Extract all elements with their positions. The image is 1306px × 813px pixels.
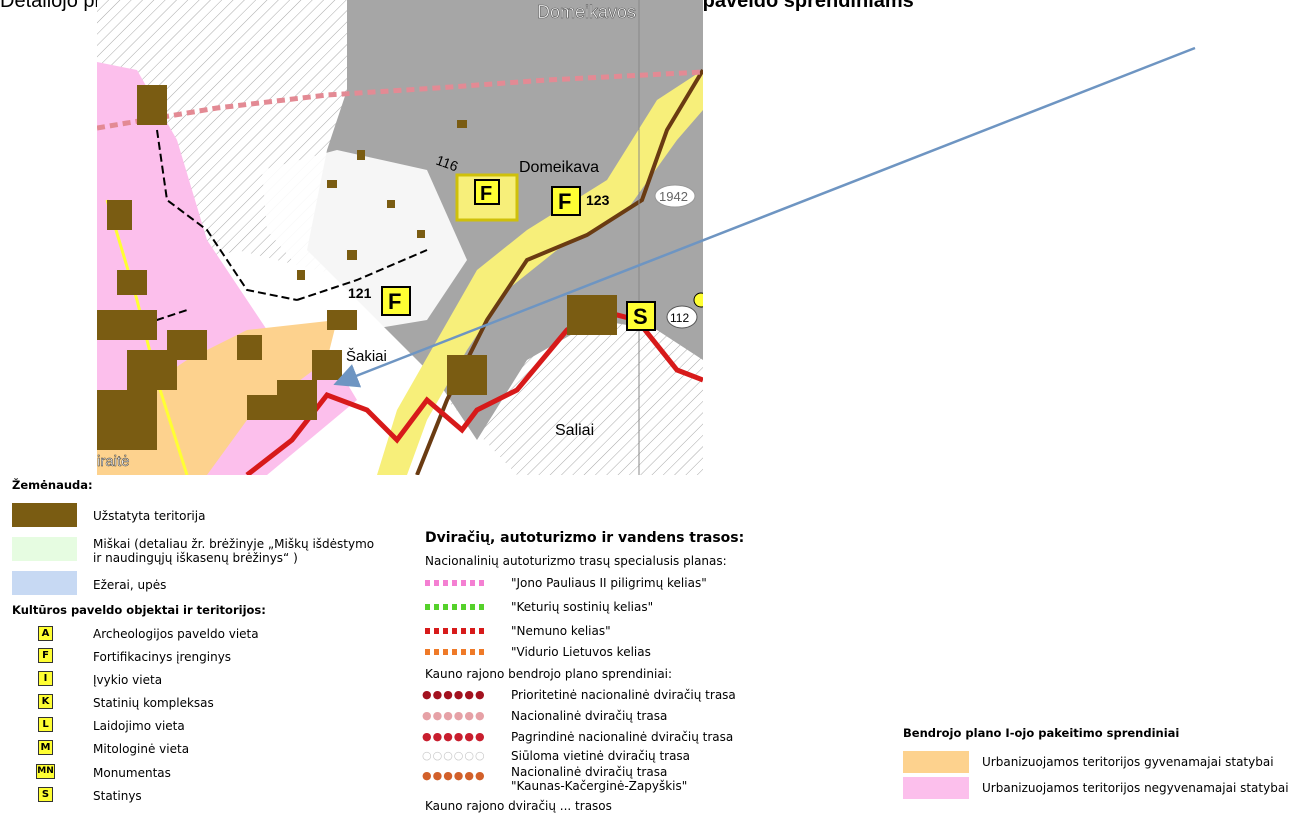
label-saliai: Saliai xyxy=(555,422,594,439)
legend-landuse-title: Žemėnauda: xyxy=(12,478,93,492)
legend-f-label: Fortifikacinys įrenginys xyxy=(93,650,232,664)
legend-built-label: Užstatyta teritorija xyxy=(93,509,206,523)
marker-fort-1[interactable]: F xyxy=(474,179,500,205)
swatch-bike-national: ●●●●●● xyxy=(422,709,486,722)
badge-l: L xyxy=(38,717,53,732)
label-112: 112 xyxy=(670,311,689,325)
label-121: 121 xyxy=(348,285,372,301)
map-view[interactable]: Domeikavos Domeikava 116 123 121 1942 11… xyxy=(97,0,703,475)
legend-bike-kauno-2: "Kaunas-Kačerginė-Zapyškis" xyxy=(511,779,688,793)
map-svg: Domeikavos Domeikava 116 123 121 1942 11… xyxy=(97,0,703,475)
badge-a: A xyxy=(38,626,53,641)
swatch-bike-kauno: ●●●●●● xyxy=(422,769,486,782)
legend-bike-national: Nacionalinė dviračių trasa xyxy=(511,709,668,723)
badge-m: M xyxy=(38,740,53,755)
label-domeikavos: Domeikavos xyxy=(537,2,636,22)
swatch-built xyxy=(12,503,77,527)
legend-k-label: Statinių kompleksas xyxy=(93,696,214,710)
legend-s-label: Statinys xyxy=(93,789,142,803)
legend-mn-label: Monumentas xyxy=(93,766,171,780)
legend-heritage-title: Kultūros paveldo objektai ir teritorijos… xyxy=(12,603,266,617)
legend-trails-cut: Kauno rajono dviračių ... trasos xyxy=(425,799,612,813)
legend-water-label: Ežerai, upės xyxy=(93,578,167,592)
label-kairaite: iraitė xyxy=(97,453,130,470)
legend-bike-main: Pagrindinė nacionalinė dviračių trasa xyxy=(511,730,734,744)
marker-statinys[interactable]: S xyxy=(626,301,656,331)
swatch-residential xyxy=(903,751,969,773)
swatch-bike-main: ●●●●●● xyxy=(422,730,486,743)
legend-trails-title: Dviračių, autoturizmo ir vandens trasos: xyxy=(425,530,745,546)
swatch-nonresidential xyxy=(903,777,969,799)
legend-l-label: Laidojimo vieta xyxy=(93,719,185,733)
legend-a-label: Archeologijos paveldo vieta xyxy=(93,627,259,641)
svg-text:S: S xyxy=(633,304,648,329)
legend-bike-kauno: Nacionalinė dviračių trasa xyxy=(511,765,668,779)
legend-nonresidential: Urbanizuojamos teritorijos negyvenamajai… xyxy=(982,781,1289,795)
svg-text:F: F xyxy=(388,289,401,314)
svg-text:F: F xyxy=(558,189,571,214)
legend-bike-priority: Prioritetinė nacionalinė dviračių trasa xyxy=(511,688,736,702)
badge-i: I xyxy=(38,671,53,686)
label-sakiai: Šakiai xyxy=(346,348,387,365)
legend-trails-sub2: Kauno rajono bendrojo plano sprendiniai: xyxy=(425,667,673,681)
label-domeikava: Domeikava xyxy=(519,159,599,176)
swatch-route-nemunas xyxy=(425,628,487,634)
legend-i-label: Įvykio vieta xyxy=(93,673,163,687)
legend-route-capitals: "Keturių sostinių kelias" xyxy=(511,600,654,614)
legend-route-nemunas: "Nemuno kelias" xyxy=(511,624,611,638)
legend-residential: Urbanizuojamos teritorijos gyvenamajai s… xyxy=(982,755,1274,769)
badge-s: S xyxy=(38,787,53,802)
badge-mn: MN xyxy=(36,764,55,779)
label-123: 123 xyxy=(586,192,610,208)
swatch-route-capitals xyxy=(425,604,487,610)
legend-m-label: Mitologinė vieta xyxy=(93,742,190,756)
label-road: 1942 xyxy=(659,189,688,204)
legend-bike-local: Siūloma vietinė dviračių trasa xyxy=(511,749,691,763)
marker-edge xyxy=(693,292,703,308)
legend-forest-label2: ir naudingųjų iškasenų brėžinys“ ) xyxy=(93,551,298,565)
boundary-1 xyxy=(156,129,298,301)
swatch-forest xyxy=(12,537,77,561)
badge-f: F xyxy=(38,648,53,663)
swatch-route-pilgrim xyxy=(425,580,487,586)
swatch-water xyxy=(12,571,77,595)
legend-route-pilgrim: "Jono Pauliaus II piligrimų kelias" xyxy=(511,576,707,590)
marker-fort-2[interactable]: F xyxy=(551,186,581,216)
legend-route-central: "Vidurio Lietuvos kelias xyxy=(511,645,651,659)
legend-plan-title: Bendrojo plano I-ojo pakeitimo sprendini… xyxy=(903,726,1180,740)
swatch-bike-priority: ●●●●●● xyxy=(422,688,486,701)
legend-forest-label: Miškai (detaliau žr. brėžinyje „Miškų iš… xyxy=(93,537,375,551)
swatch-route-central xyxy=(425,649,487,655)
marker-fort-3[interactable]: F xyxy=(381,286,411,316)
svg-text:F: F xyxy=(480,183,492,205)
badge-k: K xyxy=(38,694,53,709)
legend-trails-sub1: Nacionalinių autoturizmo trasų specialus… xyxy=(425,554,727,568)
swatch-bike-local: ○○○○○○ xyxy=(422,749,486,762)
